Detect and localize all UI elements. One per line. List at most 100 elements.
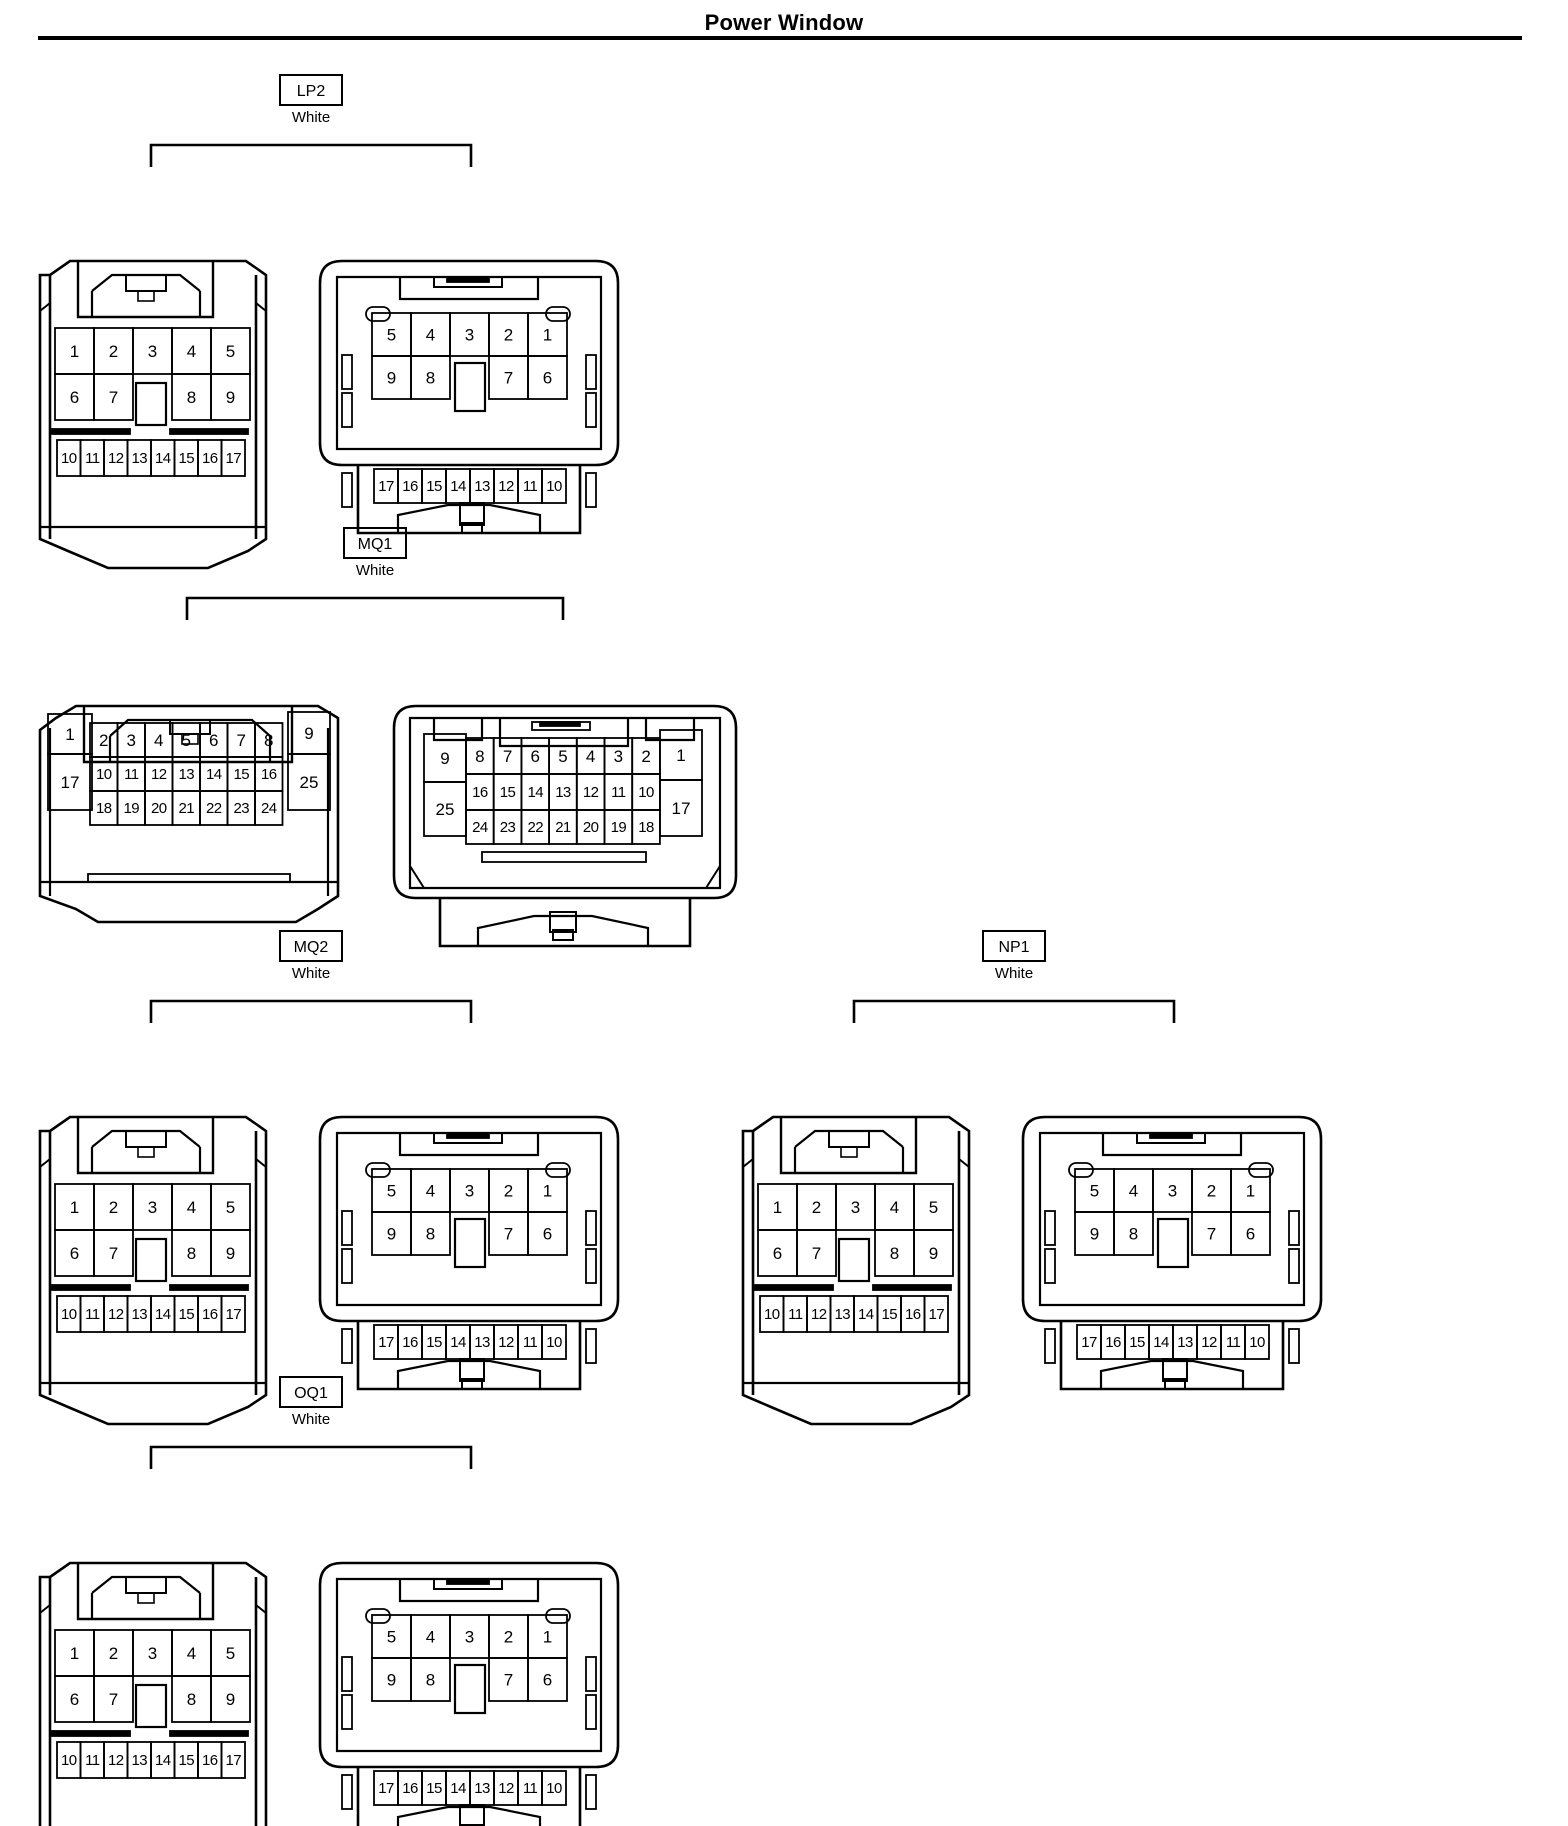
pin-11: 11	[79, 1741, 105, 1779]
pin-6: 6	[54, 1675, 95, 1723]
svg-text:15: 15	[426, 1334, 442, 1351]
svg-text:15: 15	[882, 1306, 898, 1323]
svg-text:8: 8	[426, 369, 435, 388]
housing-detail	[840, 1146, 858, 1158]
pin-5: 5	[371, 312, 412, 357]
housing-detail	[585, 354, 597, 390]
svg-text:16: 16	[402, 478, 418, 495]
polarizing-key	[134, 381, 168, 427]
title-rule	[38, 36, 1522, 40]
svg-text:5: 5	[1090, 1182, 1099, 1201]
pin-9: 9	[210, 1229, 251, 1277]
svg-text:5: 5	[387, 326, 396, 345]
svg-text:24: 24	[261, 800, 277, 817]
svg-text:1: 1	[543, 1628, 552, 1647]
pin-1: 1	[54, 1183, 95, 1231]
housing-detail	[1288, 1328, 1300, 1364]
svg-text:3: 3	[148, 1198, 157, 1217]
svg-text:16: 16	[202, 1752, 218, 1769]
housing-detail	[549, 911, 577, 933]
pin-5: 5	[371, 1614, 412, 1659]
svg-text:11: 11	[124, 766, 139, 783]
housing-detail	[125, 1130, 167, 1148]
svg-text:2: 2	[99, 731, 108, 750]
svg-text:13: 13	[555, 784, 571, 801]
pin-16: 16	[197, 439, 223, 477]
housing-outline	[396, 1805, 542, 1826]
housing-detail	[585, 1656, 597, 1692]
polarizing-key	[453, 1217, 487, 1269]
pin-8: 8	[171, 373, 212, 421]
pin-13: 13	[126, 1741, 152, 1779]
housing-detail	[585, 1328, 597, 1364]
pin-8: 8	[410, 1657, 451, 1702]
pin-13: 13	[469, 1770, 495, 1806]
housing-outline	[90, 291, 202, 317]
svg-text:15: 15	[426, 478, 442, 495]
pin-2: 2	[488, 1614, 529, 1659]
housing-detail	[585, 392, 597, 428]
connector-id: OQ1	[294, 1385, 328, 1402]
pin-19: 19	[603, 809, 634, 845]
housing-outline	[1099, 1359, 1245, 1389]
housing-outline	[408, 716, 722, 890]
svg-text:16: 16	[402, 1780, 418, 1797]
housing-detail	[341, 1774, 353, 1810]
housing-detail	[137, 1592, 155, 1604]
housing-outline	[438, 898, 692, 948]
housing-detail	[481, 851, 647, 863]
svg-text:6: 6	[70, 388, 79, 407]
pin-6: 6	[527, 1657, 568, 1702]
svg-text:4: 4	[890, 1198, 899, 1217]
svg-text:2: 2	[109, 1644, 118, 1663]
housing-outline	[392, 704, 738, 900]
svg-text:1: 1	[543, 1182, 552, 1201]
svg-text:9: 9	[226, 388, 235, 407]
svg-text:8: 8	[187, 388, 196, 407]
svg-text:15: 15	[179, 450, 195, 467]
pin-6: 6	[54, 373, 95, 421]
housing-outline	[335, 1131, 603, 1307]
pin-16: 16	[1100, 1324, 1126, 1360]
svg-text:11: 11	[523, 1780, 538, 1797]
pin-6: 6	[520, 737, 551, 775]
housing-detail	[585, 1210, 597, 1246]
svg-text:7: 7	[504, 1671, 513, 1690]
svg-text:13: 13	[474, 1334, 490, 1351]
housing-outline	[432, 718, 696, 748]
connector-color: White	[292, 965, 330, 982]
pin-14: 14	[520, 773, 551, 811]
svg-text:8: 8	[187, 1690, 196, 1709]
housing-outline	[741, 1115, 971, 1426]
svg-text:12: 12	[108, 450, 124, 467]
pin-10: 10	[1244, 1324, 1270, 1360]
housing-outline	[794, 1129, 904, 1148]
svg-text:9: 9	[440, 749, 449, 768]
svg-text:7: 7	[109, 388, 118, 407]
housing-outline	[76, 1117, 215, 1175]
pin-7: 7	[226, 722, 256, 758]
svg-text:9: 9	[387, 1225, 396, 1244]
svg-text:2: 2	[504, 1182, 513, 1201]
pin-12: 12	[103, 1741, 129, 1779]
svg-text:13: 13	[474, 1780, 490, 1797]
svg-text:10: 10	[61, 450, 77, 467]
svg-text:5: 5	[929, 1198, 938, 1217]
pin-18: 18	[89, 790, 119, 826]
svg-text:4: 4	[154, 731, 163, 750]
connector-label-box	[279, 74, 343, 106]
polarizing-key	[837, 1237, 871, 1283]
svg-text:4: 4	[426, 1628, 435, 1647]
svg-text:17: 17	[672, 799, 691, 818]
svg-text:7: 7	[812, 1244, 821, 1263]
latch-bar	[754, 1284, 834, 1291]
pin-15: 15	[876, 1295, 902, 1333]
pin-16: 16	[397, 1770, 423, 1806]
latch-bar	[51, 428, 131, 435]
